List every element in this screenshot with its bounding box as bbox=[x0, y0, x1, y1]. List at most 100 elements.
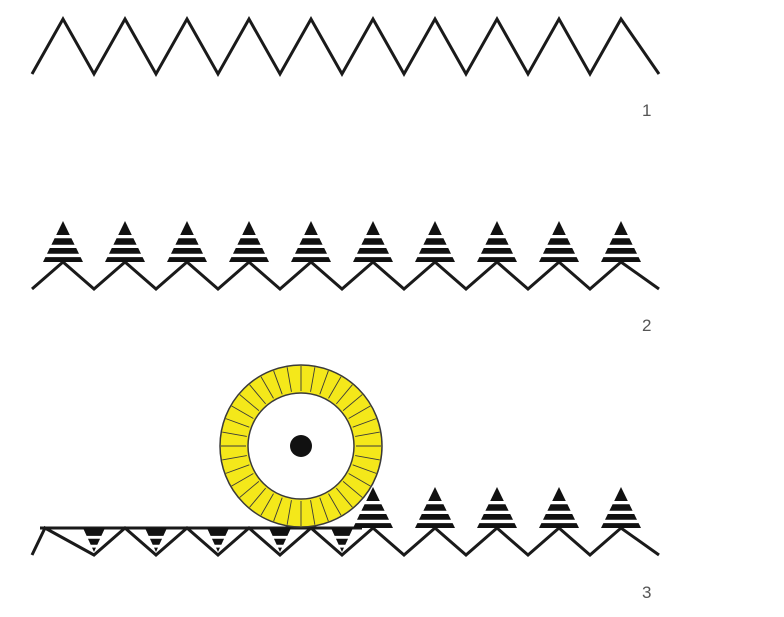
row-2-triangle-1-band-0 bbox=[56, 221, 70, 235]
row-3-zigzag bbox=[30, 525, 660, 557]
wheel-segment bbox=[249, 384, 266, 405]
row-2-triangle-3-band-0 bbox=[180, 221, 194, 235]
row-3-triangle-3-band-1 bbox=[485, 504, 509, 511]
row-3-triangle-2-band-1 bbox=[423, 504, 447, 511]
wheel-segment bbox=[286, 500, 292, 525]
row-2-zigzag bbox=[31, 260, 660, 291]
row-2-triangle-6-band-2 bbox=[357, 248, 389, 254]
row-3-triangle-5-band-2 bbox=[605, 514, 637, 520]
wheel-segment bbox=[319, 497, 329, 522]
step-label-3: 3 bbox=[642, 583, 651, 602]
wheel-segment bbox=[231, 473, 254, 487]
row-2-triangle-10-band-3 bbox=[601, 257, 641, 262]
row-3-triangle-1-band-3 bbox=[353, 523, 393, 528]
wheel-segment bbox=[231, 405, 254, 419]
grinding-wheel-icon bbox=[219, 364, 383, 528]
row-3-triangle-4-band-2 bbox=[543, 514, 575, 520]
row-2-triangles bbox=[43, 221, 641, 262]
wheel-segment bbox=[342, 481, 363, 498]
row-2-triangle-1-band-3 bbox=[43, 257, 83, 262]
wheel-segment bbox=[319, 370, 329, 395]
row-3-triangle-4-band-0 bbox=[552, 487, 566, 501]
row-2-triangle-7-band-0 bbox=[428, 221, 442, 235]
wheel-segment bbox=[239, 481, 260, 498]
row-3-triangle-2-band-0 bbox=[428, 487, 442, 501]
row-3-triangles bbox=[353, 487, 641, 528]
wheel-segment bbox=[260, 376, 274, 399]
row-3-triangle-5-band-1 bbox=[609, 504, 633, 511]
row-3-triangle-2-band-3 bbox=[415, 523, 455, 528]
row-3-flattened-2-band-0 bbox=[145, 528, 167, 536]
row-2-triangle-3-band-3 bbox=[167, 257, 207, 262]
row-2: 2 bbox=[31, 221, 660, 335]
row-3-triangle-3-band-3 bbox=[477, 523, 517, 528]
row-2-triangle-5-band-1 bbox=[299, 238, 323, 245]
row-2-triangle-6-band-1 bbox=[361, 238, 385, 245]
row-3-flattened-1-band-0 bbox=[83, 528, 105, 536]
wheel-segment bbox=[328, 376, 342, 399]
row-2-triangle-7-band-3 bbox=[415, 257, 455, 262]
row-2-triangle-8-band-2 bbox=[481, 248, 513, 254]
wheel-segment bbox=[273, 497, 283, 522]
step-label-1: 1 bbox=[642, 101, 651, 120]
row-2-triangle-5-band-3 bbox=[291, 257, 331, 262]
row-3-triangle-5-band-0 bbox=[614, 487, 628, 501]
row-2-triangle-2-band-2 bbox=[109, 248, 141, 254]
row-3-triangle-1-band-0 bbox=[366, 487, 380, 501]
wheel-segment bbox=[273, 370, 283, 395]
row-3: 3 bbox=[30, 364, 660, 602]
row-2-triangle-7-band-2 bbox=[419, 248, 451, 254]
row-2-triangle-8-band-1 bbox=[485, 238, 509, 245]
wheel-segment bbox=[239, 394, 260, 411]
wheel-segment bbox=[348, 405, 371, 419]
row-3-flattened-5-band-2 bbox=[340, 547, 344, 552]
row-2-triangle-6-band-3 bbox=[353, 257, 393, 262]
row-1-zigzag bbox=[30, 15, 661, 78]
row-2-triangle-4-band-0 bbox=[242, 221, 256, 235]
row-2-triangle-3-band-2 bbox=[171, 248, 203, 254]
row-2-triangle-1-band-2 bbox=[47, 248, 79, 254]
row-2-triangle-10-band-2 bbox=[605, 248, 637, 254]
row-3-triangle-1-band-1 bbox=[361, 504, 385, 511]
row-2-triangle-9-band-3 bbox=[539, 257, 579, 262]
row-3-triangle-1-band-2 bbox=[357, 514, 389, 520]
row-2-triangle-4-band-2 bbox=[233, 248, 265, 254]
row-2-triangle-8-band-0 bbox=[490, 221, 504, 235]
wheel-segment bbox=[222, 455, 247, 461]
row-3-flattened-4-band-2 bbox=[278, 547, 282, 552]
row-3-triangle-5-band-3 bbox=[601, 523, 641, 528]
wheel-segment bbox=[336, 384, 353, 405]
row-3-flattened-3-band-0 bbox=[207, 528, 229, 536]
row-2-triangle-10-band-0 bbox=[614, 221, 628, 235]
row-2-triangle-2-band-1 bbox=[113, 238, 137, 245]
wheel-segments bbox=[221, 366, 381, 526]
wheel-segment bbox=[328, 493, 342, 516]
row-3-triangle-2-band-2 bbox=[419, 514, 451, 520]
row-3-flattened-3-band-2 bbox=[216, 547, 220, 552]
row-2-triangle-2-band-3 bbox=[105, 257, 145, 262]
row-2-triangle-5-band-2 bbox=[295, 248, 327, 254]
row-3-triangle-4-band-3 bbox=[539, 523, 579, 528]
row-2-triangle-5-band-0 bbox=[304, 221, 318, 235]
row-3-flattened-5-band-0 bbox=[331, 528, 353, 536]
row-3-flattened-1-band-2 bbox=[92, 547, 96, 552]
row-3-flattened-3-band-1 bbox=[211, 538, 225, 545]
row-2-triangle-7-band-1 bbox=[423, 238, 447, 245]
row-2-triangle-4-band-3 bbox=[229, 257, 269, 262]
row-2-triangle-6-band-0 bbox=[366, 221, 380, 235]
row-1: 1 bbox=[30, 15, 661, 120]
row-2-triangle-1-band-1 bbox=[51, 238, 75, 245]
row-2-triangle-4-band-1 bbox=[237, 238, 261, 245]
wheel-segment bbox=[286, 367, 292, 392]
wheel-segment bbox=[355, 431, 380, 437]
row-2-triangle-8-band-3 bbox=[477, 257, 517, 262]
wheel-segment bbox=[222, 431, 247, 437]
row-3-flattened-2-band-1 bbox=[149, 538, 163, 545]
row-3-flattened-5-band-1 bbox=[335, 538, 349, 545]
row-2-triangle-2-band-0 bbox=[118, 221, 132, 235]
wheel-segment bbox=[352, 418, 377, 428]
row-2-triangle-10-band-1 bbox=[609, 238, 633, 245]
row-3-flattened-1-band-1 bbox=[87, 538, 101, 545]
wheel-segment bbox=[336, 487, 353, 508]
